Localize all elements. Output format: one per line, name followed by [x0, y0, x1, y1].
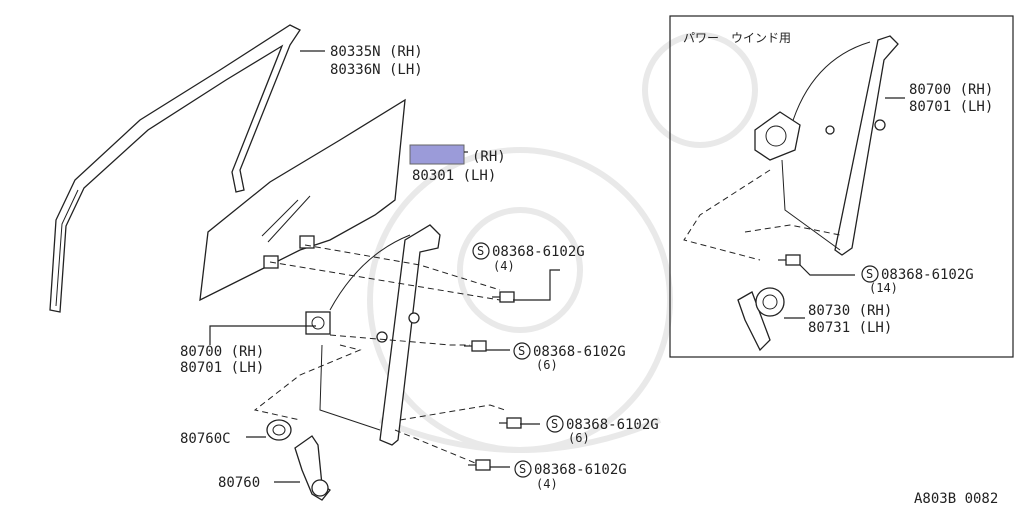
s-mark-2-text: S	[518, 344, 525, 358]
power-window-inset	[669, 15, 1014, 358]
bolt-4	[468, 459, 491, 471]
bolt-2	[464, 340, 487, 352]
s-mark-4-text: S	[519, 462, 526, 476]
label-glass-rh: (RH)	[472, 149, 506, 165]
inset-regulator-part	[754, 35, 899, 256]
label-bolt-4-qty: (4)	[536, 477, 558, 491]
label-handle-escutcheon: 80760C	[180, 431, 231, 447]
diagram-code: A803B 0082	[914, 491, 998, 507]
handle-escutcheon-part	[266, 419, 292, 441]
leader-lines	[209, 50, 560, 483]
label-bolt-1: 08368-6102G	[492, 244, 585, 260]
assembly-lines	[253, 244, 506, 466]
s-mark-2	[513, 342, 531, 360]
window-motor-part	[737, 287, 785, 352]
glass-part-number-highlight	[409, 144, 465, 165]
label-bolt-4: 08368-6102G	[534, 462, 627, 478]
door-sash-part	[49, 24, 301, 313]
window-handle-part	[294, 435, 331, 501]
s-mark-5-text: S	[866, 267, 873, 281]
label-bolt-2: 08368-6102G	[533, 344, 626, 360]
bolt-1	[492, 291, 515, 303]
label-sash-rh: 80335N (RH)	[330, 44, 423, 60]
s-mark-5	[861, 265, 879, 283]
s-mark-1	[472, 242, 490, 260]
label-inset-regulator-rh: 80700 (RH)	[909, 82, 993, 98]
label-regulator-rh: 80700 (RH)	[180, 344, 264, 360]
door-glass-part	[199, 98, 406, 302]
label-bolt-1-qty: (4)	[493, 259, 515, 273]
s-mark-3-text: S	[551, 417, 558, 431]
label-motor-rh: 80730 (RH)	[808, 303, 892, 319]
label-bolt-3: 08368-6102G	[566, 417, 659, 433]
bolt-3	[499, 417, 522, 429]
inset-title: パワー ウインド用	[683, 31, 791, 45]
label-bolt-2-qty: (6)	[536, 358, 558, 372]
label-bolt-5: 08368-6102G	[881, 267, 974, 283]
s-mark-4	[514, 460, 532, 478]
inset-leader-lines	[784, 97, 905, 319]
label-motor-lh: 80731 (LH)	[808, 320, 892, 336]
label-bolt-5-qty: (14)	[869, 281, 898, 295]
inset-assembly-lines	[683, 169, 841, 261]
s-mark-1-text: S	[477, 244, 484, 258]
inset-bolt	[778, 254, 801, 266]
label-regulator-lh: 80701 (LH)	[180, 360, 264, 376]
label-inset-regulator-lh: 80701 (LH)	[909, 99, 993, 115]
label-sash-lh: 80336N (LH)	[330, 62, 423, 78]
s-mark-3	[546, 415, 564, 433]
label-handle: 80760	[218, 475, 260, 491]
label-bolt-3-qty: (6)	[568, 431, 590, 445]
window-regulator-part	[305, 224, 441, 446]
label-glass-lh: 80301 (LH)	[412, 168, 496, 184]
